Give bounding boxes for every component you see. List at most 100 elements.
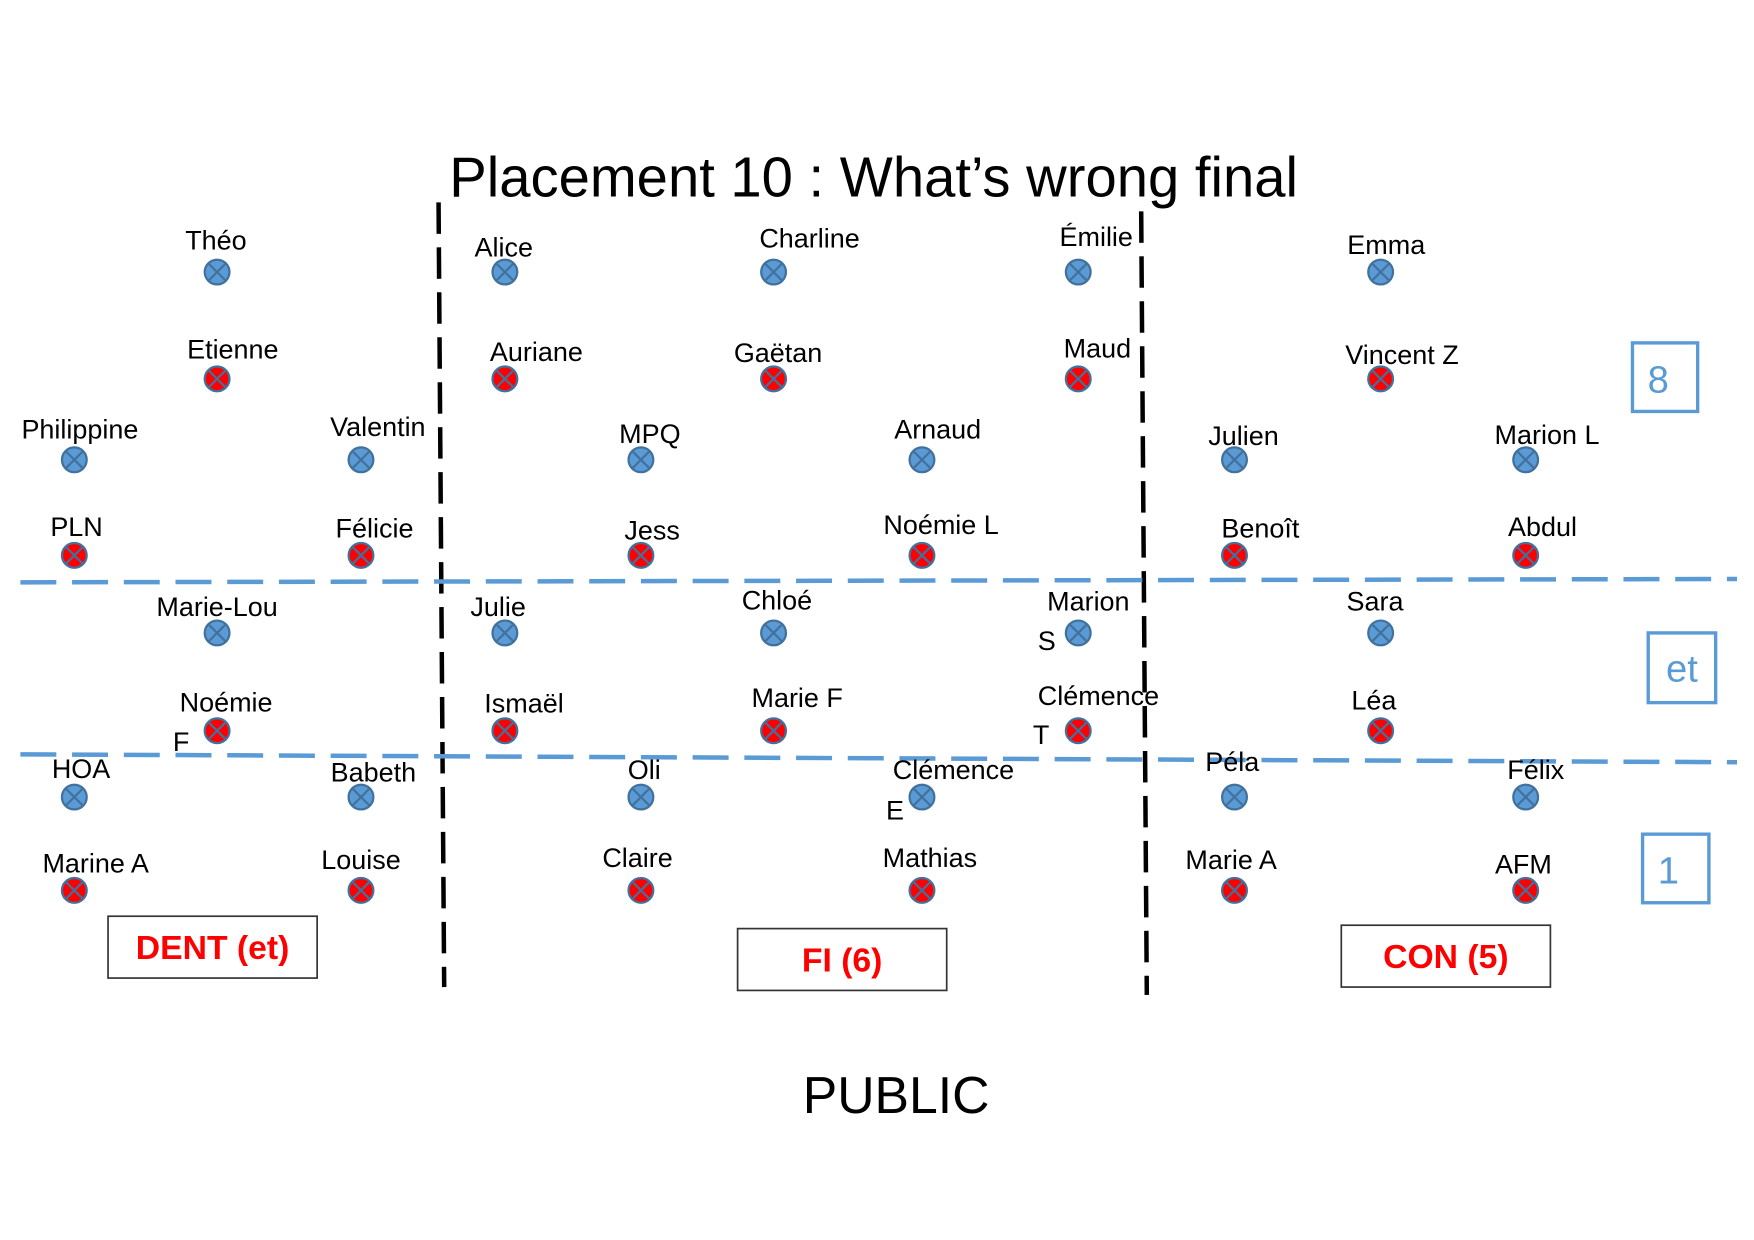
seat: Charline [759,223,860,286]
seat-name-label: Valentin [330,412,425,442]
seat: Louise [321,845,401,904]
seat-name-label: HOA [52,754,110,784]
seat: Péla [1205,747,1259,811]
seat-name-label: Marion [1047,586,1129,616]
level-box-1: 1 [1640,832,1711,905]
seat: Jess [624,516,680,569]
seat-cross-mark [912,881,932,900]
divider-vertical-left [436,202,447,988]
seat-cross-mark [65,881,84,900]
seat-name-label: Benoît [1221,513,1299,543]
seat-cross-mark [207,721,227,740]
seat: Émilie [1060,222,1133,286]
seat-name-label: Philippine [21,414,138,444]
seat: Philippine [21,414,138,474]
seat-cross-mark [912,450,932,470]
seat: Marie A [1185,845,1277,904]
seat-cross-mark [1225,881,1244,900]
seat-name-label: S [1038,626,1056,656]
seat: Marie-Lou [156,592,278,647]
seat-name-label: PLN [50,512,102,542]
group-box-dent: DENT (et) [107,915,318,979]
seat: Léa [1351,685,1396,745]
divider-horizontal-top [20,576,1738,585]
seat-cross-mark [1516,787,1535,807]
level-label: 8 [1648,358,1669,401]
seat: Félicie [336,513,413,569]
seat-name-label: Claire [602,843,672,873]
seat-cross-mark [1225,450,1244,470]
divider-horizontal-bottom [20,752,1738,765]
seat: PLN [50,512,103,569]
level-box-8: 8 [1630,341,1700,414]
seat-cross-mark [1069,369,1088,389]
seat-name-label: Mathias [883,843,977,873]
seat-name-label: Marine A [42,848,148,878]
seat: Gaëtan [734,338,822,393]
seat-cross-mark [495,369,515,389]
group-box-fi: FI (6) [736,927,948,992]
seat-cross-mark [631,546,651,565]
seat-name-label: Félix [1507,755,1564,785]
seat-cross-mark [351,450,371,470]
seat-name-label: Péla [1205,747,1259,777]
seat-cross-mark [495,262,515,282]
seat: HOA [52,754,110,811]
group-label: CON (5) [1383,938,1509,976]
seat-name-label: Chloé [742,585,812,615]
seat-name-label: Noémie L [883,510,998,540]
seat-name-label: Auriane [490,337,583,367]
seat-cross-mark [207,623,227,643]
level-label: et [1666,647,1698,690]
seat: Marion L [1495,420,1599,474]
seat-name-label: Marie A [1185,845,1276,875]
seat-cross-mark [1516,881,1535,900]
seat-cross-mark [1371,369,1390,389]
seat-name-label: Abdul [1508,512,1577,542]
seat-name-label: Etienne [187,335,278,365]
seat: Julie [470,592,526,647]
seat-cross-mark [207,369,227,389]
seat: MPQ [619,419,681,474]
seat: Claire [602,843,673,904]
seat-cross-mark [1371,623,1390,643]
seat-cross-mark [1225,546,1244,565]
seat-cross-mark [1516,450,1535,470]
seat: Maud [1064,333,1131,393]
seat: Sara [1347,586,1404,647]
seat: Oli [627,755,661,811]
seat: Théo [185,226,247,286]
seat: Abdul [1508,512,1577,569]
seat-name-label: Charline [759,223,859,253]
seat: Valentin [330,412,426,474]
seat-cross-mark [351,546,371,565]
seat-cross-mark [495,623,515,643]
seat-name-label: Clémence [893,755,1014,785]
seat-cross-mark [764,721,783,740]
seat: Julien [1208,421,1279,474]
seat-name-label: Oli [628,755,661,785]
seat-cross-mark [207,262,227,282]
seat-cross-mark [1069,262,1088,282]
page-title: Placement 10 : What’s wrong final [449,146,1298,209]
seat-name-label: Sara [1347,586,1404,616]
seat-name-label: Babeth [331,757,416,787]
seat-cross-mark [764,623,783,643]
seat-name-label: Léa [1351,685,1396,715]
seat-name-label: Emma [1347,230,1425,260]
seat-cross-mark [631,787,651,807]
level-box-et: et [1646,631,1718,705]
seat: Ismaël [484,689,564,745]
level-label: 1 [1658,850,1679,893]
seat: Arnaud [894,414,981,474]
seat-name-label: Alice [475,232,533,262]
seat: Auriane [490,337,583,393]
seat-cross-mark [1371,262,1390,282]
seat-cross-mark [912,787,932,807]
seat-name-label: Gaëtan [734,338,822,368]
seat-name-label: Théo [185,226,246,256]
group-label: FI (6) [802,941,883,979]
